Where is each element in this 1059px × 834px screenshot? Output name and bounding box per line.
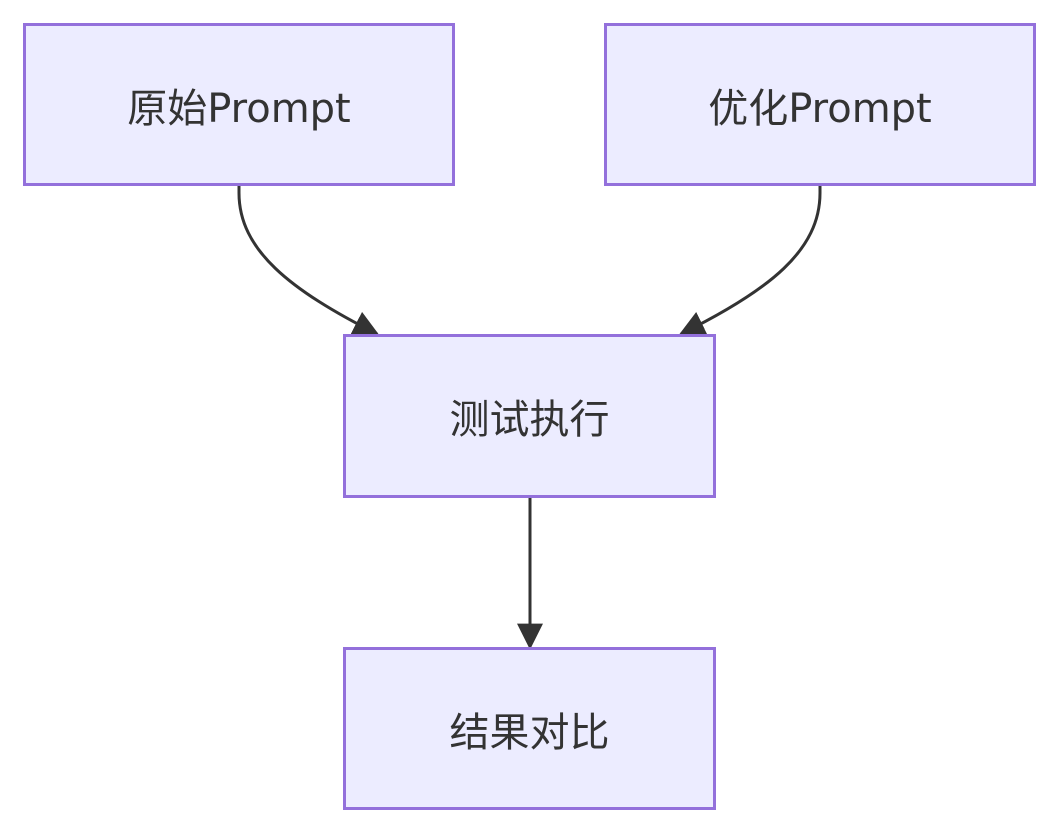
node-original-prompt-label: 原始Prompt (127, 85, 351, 132)
node-result-comparison: 结果对比 (343, 647, 716, 810)
node-optimized-prompt-label: 优化Prompt (708, 85, 932, 132)
node-optimized-prompt: 优化Prompt (604, 23, 1036, 186)
node-result-comparison-label: 结果对比 (449, 709, 610, 756)
node-test-execution: 测试执行 (343, 334, 716, 498)
node-test-execution-label: 测试执行 (449, 397, 610, 443)
node-original-prompt: 原始Prompt (23, 23, 455, 186)
edge-optimized-to-test (678, 186, 822, 336)
edge-original-to-test (237, 186, 380, 336)
